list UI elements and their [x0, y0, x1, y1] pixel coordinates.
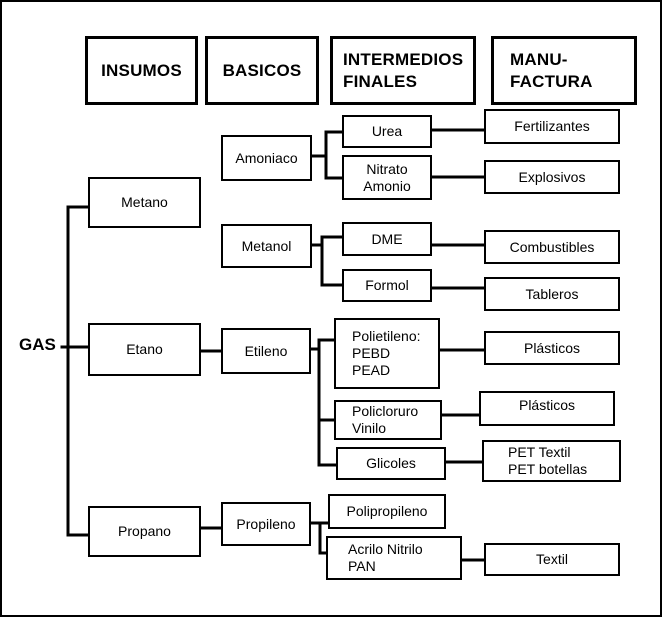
node-etileno: Etileno [221, 328, 311, 374]
header-basicos: BASICOS [205, 36, 319, 105]
header-manufactura: MANU- FACTURA [491, 36, 637, 105]
connector-amoniaco-branch [310, 130, 344, 180]
node-policloruro-vinilo: Policloruro Vinilo [334, 400, 442, 440]
node-nitrato-amonio: Nitrato Amonio [342, 155, 432, 200]
node-textil: Textil [484, 543, 620, 576]
header-intermedios-finales: INTERMEDIOS FINALES [330, 36, 476, 105]
node-metanol: Metanol [221, 224, 312, 268]
connector-propileno-branch [309, 521, 330, 555]
node-tableros: Tableros [484, 277, 620, 311]
node-amoniaco: Amoniaco [221, 135, 312, 181]
connector-etileno-branch [309, 338, 338, 467]
node-acrilo-nitrilo: Acrilo Nitrilo PAN [326, 536, 462, 580]
node-urea: Urea [342, 115, 432, 148]
node-etano: Etano [88, 323, 201, 376]
node-plasticos-polietileno: Plásticos [484, 331, 620, 365]
node-explosivos: Explosivos [484, 160, 620, 194]
node-metano: Metano [88, 177, 201, 228]
node-glicoles: Glicoles [336, 447, 446, 480]
root-gas: GAS [19, 335, 56, 354]
node-polipropileno: Polipropileno [328, 494, 446, 529]
node-plasticos-policloruro: Plásticos [479, 391, 615, 426]
header-insumos: INSUMOS [85, 36, 198, 105]
node-formol: Formol [342, 269, 432, 302]
node-polietileno: Polietileno: PEBD PEAD [334, 318, 440, 389]
node-propano: Propano [88, 506, 201, 557]
connector-metanol-branch [310, 235, 344, 287]
node-dme: DME [342, 222, 432, 256]
node-propileno: Propileno [221, 502, 311, 546]
node-pet: PET Textil PET botellas [482, 440, 621, 482]
node-fertilizantes: Fertilizantes [484, 109, 620, 144]
node-combustibles: Combustibles [484, 230, 620, 264]
